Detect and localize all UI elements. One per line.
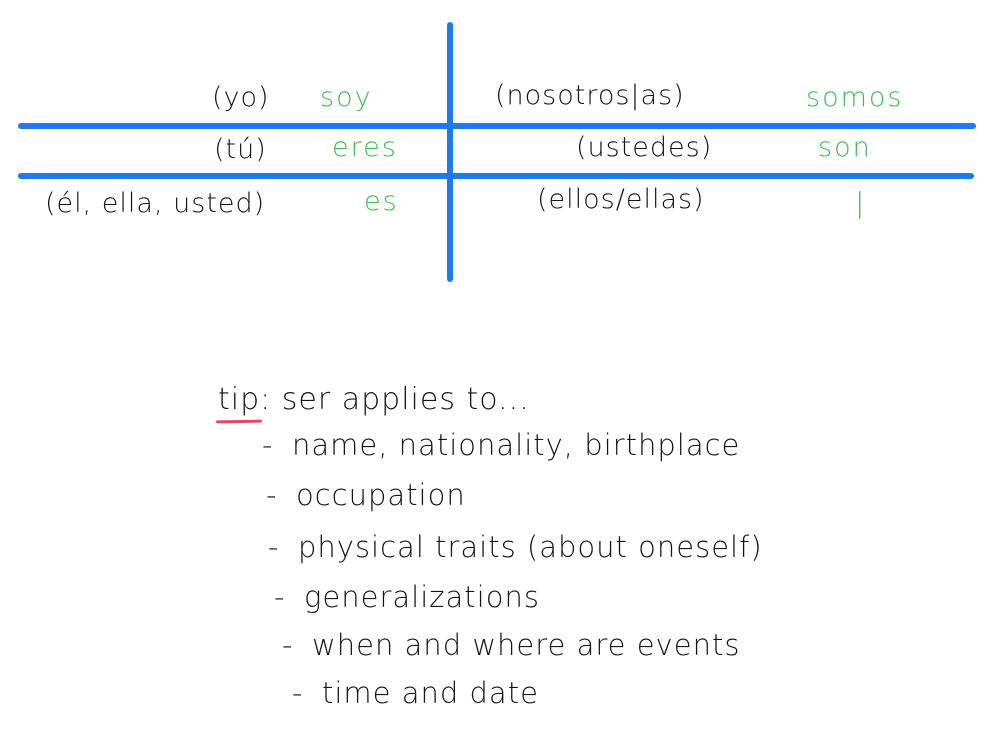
dash: - (266, 478, 278, 512)
verb-form-eres: eres (332, 132, 398, 163)
pronoun-yo: (yo) (212, 82, 270, 113)
verb-form-son: son (818, 132, 872, 163)
verb-form-somos: somos (806, 82, 904, 113)
tip-item: -generalizations (274, 580, 540, 614)
tip-item: -physical traits (about oneself) (268, 530, 763, 564)
pronoun-ustedes: (ustedes) (576, 132, 713, 163)
pronoun-nosotros: (nosotros|as) (495, 80, 685, 111)
tip-item-text: time and date (322, 676, 539, 710)
tip-label-text: tip (218, 382, 261, 417)
tip-item-text: when and where are events (312, 628, 741, 662)
pronoun-el-ella-usted: (él, ella, usted) (45, 188, 266, 219)
tip-label: tip (215, 382, 263, 424)
verb-form-es: es (364, 186, 399, 217)
tip-heading-text: : ser applies to... (260, 382, 530, 417)
row-divider-2 (18, 173, 974, 179)
tip-item: -occupation (266, 478, 466, 512)
tip-item-text: physical traits (about oneself) (298, 530, 763, 564)
tip-heading: tip: ser applies to... (215, 382, 530, 424)
verb-form-blank-mark: | (855, 186, 867, 219)
tip-item-text: generalizations (304, 580, 540, 614)
tip-item: -name, nationality, birthplace (262, 428, 740, 462)
dash: - (268, 530, 280, 564)
dash: - (262, 428, 274, 462)
pronoun-tu: (tú) (214, 134, 267, 165)
row-divider-1 (18, 123, 976, 129)
tip-item-text: occupation (296, 478, 466, 512)
dash: - (282, 628, 294, 662)
tip-item-text: name, nationality, birthplace (292, 428, 741, 462)
dash: - (274, 580, 286, 614)
tip-underline (215, 419, 263, 424)
tip-item: -time and date (292, 676, 539, 710)
vertical-divider (447, 22, 453, 282)
pronoun-ellos-ellas: (ellos/ellas) (537, 184, 705, 215)
tip-item: -when and where are events (282, 628, 740, 662)
dash: - (292, 676, 304, 710)
verb-form-soy: soy (320, 82, 373, 113)
